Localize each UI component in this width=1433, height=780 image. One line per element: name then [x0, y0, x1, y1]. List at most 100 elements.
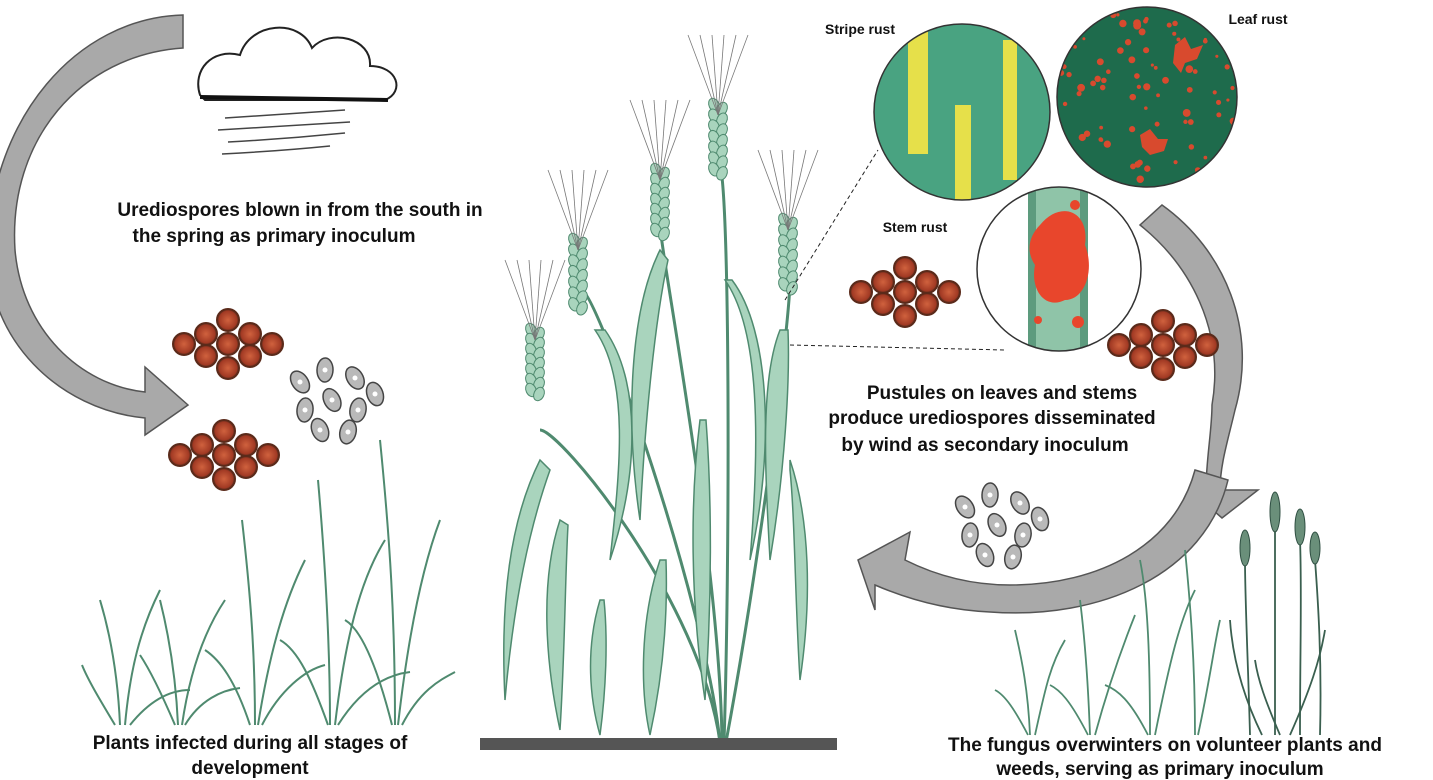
teliospore-core [963, 505, 968, 510]
stem-rust-inset [977, 180, 1141, 360]
caption-infected-line2: development [191, 758, 309, 779]
leaf-rust-pustule [1128, 56, 1135, 63]
teliospore-core [323, 368, 328, 373]
leaf-rust-pustule [1230, 86, 1234, 90]
urediospore [872, 293, 894, 315]
caption-pustules-line1: Pustules on leaves and stems [867, 383, 1137, 404]
urediospore [191, 434, 213, 456]
urediospore [191, 456, 213, 478]
urediospore [213, 444, 235, 466]
urediospore [261, 333, 283, 355]
leaf-rust-pustule [1193, 69, 1198, 74]
leaf-rust-pustule [1130, 164, 1136, 170]
leaf-rust-pustule [1106, 69, 1111, 74]
leaf-rust-pustule [1151, 64, 1154, 67]
leaf-rust-pustule [1078, 164, 1084, 170]
urediospore [235, 434, 257, 456]
urediospore [235, 456, 257, 478]
urediospore [1174, 346, 1196, 368]
leaf-rust-pustule [1155, 122, 1160, 127]
teliospore-core [356, 408, 361, 413]
caption-blown-in-line1: Urediospores blown in from the south in [117, 200, 482, 221]
leaf-rust-pustule [1203, 39, 1208, 44]
leaf-rust-pustule [1117, 47, 1124, 54]
stem-rust-label: Stem rust [883, 219, 948, 235]
leaf-rust-pustule [1204, 156, 1208, 160]
teliospore-core [318, 428, 323, 433]
caption-overwinter-line2: weeds, serving as primary inoculum [995, 759, 1323, 780]
urediospore [217, 333, 239, 355]
cloud-wind-icon [198, 28, 396, 154]
teliospore-core [1021, 533, 1026, 538]
urediospore [894, 281, 916, 303]
teliospore-core [1038, 517, 1043, 522]
teliospore-core [330, 398, 335, 403]
leaf-rust-pustule [1079, 134, 1086, 141]
leaf-rust-pustule [1101, 78, 1107, 84]
urediospore [213, 420, 235, 442]
leaf-rust-inset [1055, 5, 1240, 190]
urediospore [239, 345, 261, 367]
teliospore-core [1011, 555, 1016, 560]
leaf-rust-pustule [1133, 19, 1141, 27]
leaf-rust-pustule [1213, 173, 1218, 178]
urediospore [1130, 324, 1152, 346]
urediospore [239, 323, 261, 345]
leaf-rust-pustule [1176, 38, 1180, 42]
leaf-rust-pustule [1077, 84, 1085, 92]
teliospore-core [373, 392, 378, 397]
urediospore [894, 305, 916, 327]
leaf-rust-pustule [1137, 85, 1141, 89]
leaf-rust-pustule [1144, 106, 1148, 110]
leaf-rust-pustule [1225, 64, 1230, 69]
leaf-rust-pustule [1139, 28, 1146, 35]
urediospore [1152, 310, 1174, 332]
urediospore [1108, 334, 1130, 356]
leaf-rust-pustule [1098, 137, 1103, 142]
leaf-rust-pustule [1071, 161, 1077, 167]
curved-arrow-bottom [858, 470, 1228, 613]
leaf-rust-pustule [1066, 72, 1071, 77]
leaf-rust-pustule [1100, 85, 1106, 91]
leaf-rust-pustule [1154, 66, 1158, 70]
urediospore [217, 357, 239, 379]
teliospore-core [346, 430, 351, 435]
caption-infected-line1: Plants infected during all stages of [93, 733, 408, 754]
leaf-rust-pustule [1077, 91, 1082, 96]
caption-pustules-line2: produce urediospores disseminated [828, 408, 1155, 429]
leaf-rust-pustule [1071, 11, 1077, 17]
teliospore-core [1018, 501, 1023, 506]
leaf-rust-pustule [1063, 102, 1067, 106]
urediospore [1196, 334, 1218, 356]
urediospore [173, 333, 195, 355]
urediospore [872, 271, 894, 293]
leaf-rust-pustule [1183, 109, 1191, 117]
leaf-rust-pustule [1143, 83, 1150, 90]
urediospore [213, 468, 235, 490]
urediospore [217, 309, 239, 331]
leaf-rust-pustule [1215, 26, 1220, 31]
leaf-rust-pustule [1215, 55, 1218, 58]
teliospore-core [298, 380, 303, 385]
leaf-rust-pustule [1167, 23, 1172, 28]
teliospore-core [353, 376, 358, 381]
urediospore [1152, 358, 1174, 380]
urediospore [916, 271, 938, 293]
leaf-rust-pustule [1065, 170, 1073, 178]
urediospore [1174, 324, 1196, 346]
stripe-rust-inset [870, 20, 1055, 205]
ground-line [480, 738, 837, 750]
leaf-rust-pustule [1104, 141, 1111, 148]
leaf-rust-pustule [1189, 144, 1195, 150]
urediospore [850, 281, 872, 303]
caption-pustules-line3: by wind as secondary inoculum [841, 435, 1128, 456]
teliospore-core [303, 408, 308, 413]
leaf-rust-pustule [1059, 140, 1064, 145]
caption-blown-in-line2: the spring as primary inoculum [133, 226, 416, 247]
leaf-rust-pustule [1172, 21, 1177, 26]
leaf-rust-pustule [1072, 170, 1076, 174]
leaf-rust-label: Leaf rust [1228, 11, 1287, 27]
leaf-rust-pustule [1082, 37, 1085, 40]
young-plants-illustration [82, 440, 455, 725]
leaf-rust-pustule [1099, 126, 1103, 130]
